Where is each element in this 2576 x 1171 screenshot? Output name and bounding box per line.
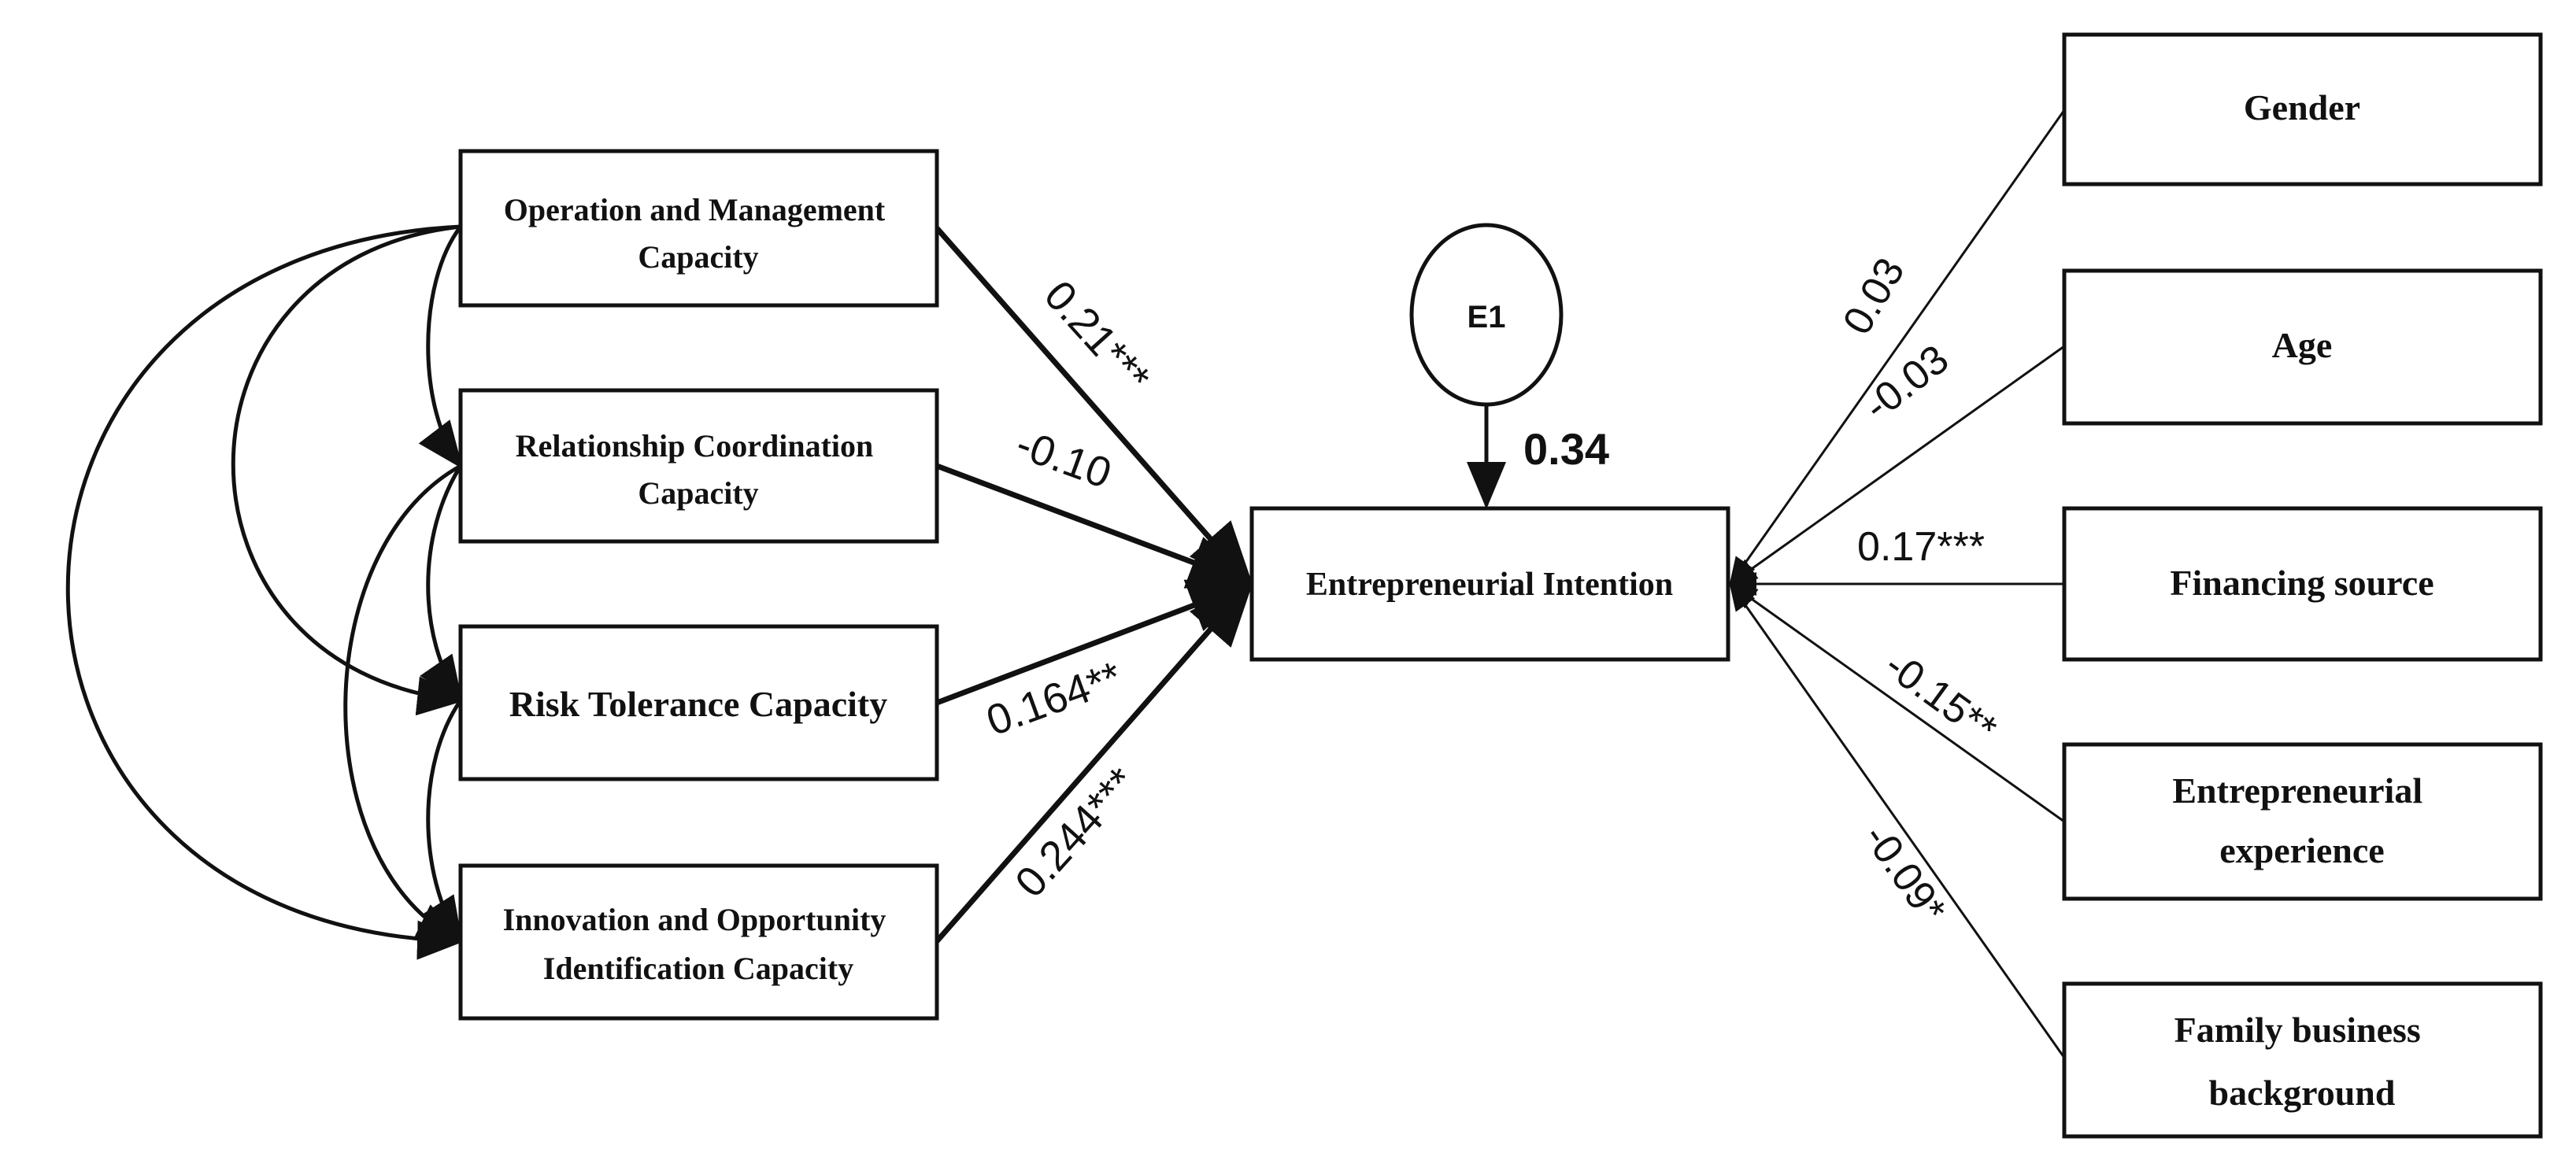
cov-rel-risk [420,419,501,704]
error-term-label: E1 [1468,300,1506,334]
r-squared-value: 0.34 [1523,424,1609,474]
svg-text:Relationship Coordination: Relationship Coordination Capacity [516,428,882,511]
predictor-box-risk: Risk Tolerance Capacity [458,624,939,781]
control-box-age: Age [2062,268,2543,426]
predictor-label-inn-line1: Innovation and Opportunity [503,902,886,937]
control-box-exp: Entrepreneurial experience [2062,742,2543,901]
coef-rel: -0.10 [1010,420,1117,497]
coef-exp: -0.15** [1877,642,2005,752]
control-label-fin: Financing source [2170,563,2434,603]
control-box-fam: Family business background [2062,981,2543,1139]
predictor-label-rel-line2: Capacity [638,475,758,511]
coef-risk: 0.164** [980,653,1127,745]
control-label-fam-line2: background [2209,1073,2396,1113]
predictor-box-rel: Relationship Coordination Capacity [458,388,939,544]
path-inn-to-outcome [935,579,1254,944]
coef-gender: 0.03 [1834,250,1914,342]
svg-text:Operation and Management: Operation and Management Capacity [504,192,893,275]
cov-rel-inn [343,427,509,944]
predictor-box-inn: Innovation and Opportunity Identificatio… [458,863,939,1021]
svg-text:Entrepreneurial experien: Entrepreneurial experience [2172,770,2431,870]
predictor-label-op-line1: Operation and Management [504,192,886,227]
control-box-gender: Gender [2062,32,2543,187]
control-label-age: Age [2272,325,2333,365]
path-fam [1729,582,2066,1058]
outcome-box: Entrepreneurial Intention [1249,506,1730,662]
coef-op: 0.21*** [1035,272,1159,401]
cov-op-risk [231,202,506,716]
control-label-fam-line1: Family business [2174,1010,2421,1050]
cov-op-rel [418,180,503,469]
predictor-label-risk: Risk Tolerance Capacity [509,684,887,724]
svg-text:Risk Tolerance Capacity: Risk Tolerance Capacity [509,684,887,724]
predictor-label-rel-line1: Relationship Coordination [516,428,874,464]
svg-text:Innovation and Opportunity: Innovation and Opportunity Identificatio… [503,902,894,986]
control-label-gender: Gender [2244,87,2360,127]
path-gender [1729,109,2066,586]
error-term: E1 [1409,223,1564,407]
control-paths [1728,109,2066,1058]
predictor-paths [935,226,1256,944]
coef-age: -0.03 [1856,336,1957,430]
path-op-to-outcome [935,226,1254,589]
cov-op-inn [65,205,505,960]
predictor-label-inn-line2: Identification Capacity [543,951,853,986]
control-box-fin: Financing source [2062,506,2543,662]
coef-fam: -0.09* [1854,816,1954,932]
predictor-box-op: Operation and Management Capacity [458,149,939,308]
svg-text:Family business backgrou: Family business background [2174,1010,2430,1113]
covariance-arcs [65,180,509,960]
control-label-exp-line1: Entrepreneurial [2172,770,2422,811]
outcome-label: Entrepreneurial Intention [1306,567,1673,603]
control-label-exp-line2: experience [2219,830,2384,870]
coef-fin: 0.17*** [1857,524,1985,570]
path-exp [1728,582,2065,823]
path-rel-to-outcome [935,463,1256,589]
path-age [1728,345,2065,586]
cov-risk-inn [420,653,502,945]
predictor-label-op-line2: Capacity [638,239,758,275]
